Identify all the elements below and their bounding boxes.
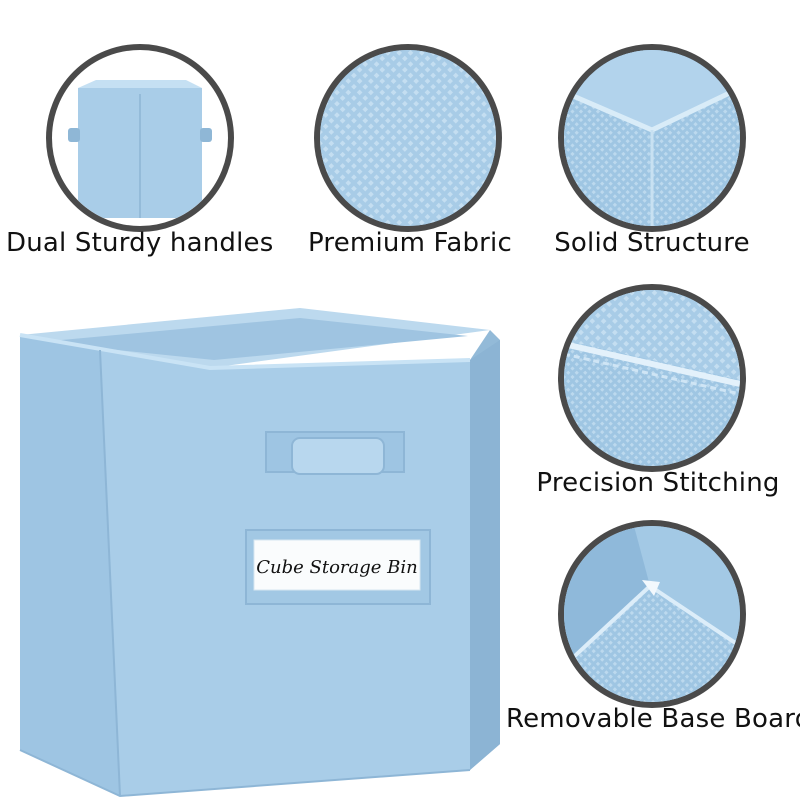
bin-label-text: Cube Storage Bin [256,557,417,578]
feature-caption: Solid Structure [554,228,750,258]
feature-caption: Removable Base Boards [506,704,800,734]
corner-structure-closeup-icon [558,44,746,232]
feature-caption: Premium Fabric [308,228,512,258]
feature-caption: Dual Sturdy handles [6,228,274,258]
fabric-texture-closeup-icon [314,44,502,232]
base-board-closeup-icon [558,520,746,708]
stitching-closeup-icon [558,284,746,472]
cube-storage-bin-image: Cube Storage Bin [0,300,520,800]
bin-handles-closeup-icon [46,44,234,232]
feature-caption: Precision Stitching [536,468,780,498]
